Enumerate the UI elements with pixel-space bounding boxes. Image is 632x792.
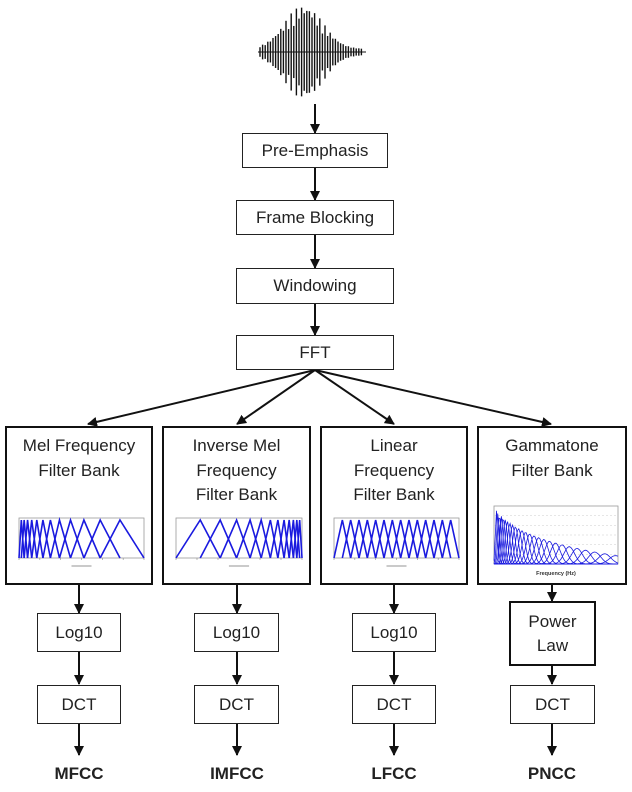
filter-triangle bbox=[99, 518, 145, 559]
log10-box-mfcc: Log10 bbox=[37, 613, 121, 652]
output-pncc: PNCC bbox=[527, 764, 577, 783]
output-lfcc: LFCC bbox=[371, 764, 417, 783]
filter-triangle bbox=[35, 519, 52, 559]
log10-label: Log10 bbox=[370, 622, 418, 642]
filter-triangle bbox=[408, 519, 427, 559]
filter-triangle bbox=[441, 519, 460, 559]
log10-box-imfcc: Log10 bbox=[194, 613, 279, 652]
gammatone-curve bbox=[494, 555, 619, 565]
log10-box-lfcc: Log10 bbox=[352, 613, 436, 652]
dct-label: DCT bbox=[376, 694, 412, 714]
linear-filter-bank-box: Linear Frequency Filter Bank bbox=[320, 426, 468, 585]
filter-triangle bbox=[433, 519, 452, 559]
power-law-box: Power Law bbox=[509, 601, 596, 666]
filter-triangle bbox=[260, 519, 279, 559]
fft-box: FFT bbox=[236, 335, 394, 370]
filter-triangle bbox=[219, 517, 251, 559]
filter-triangle bbox=[283, 519, 295, 559]
linear-filter-response-plot bbox=[333, 517, 460, 567]
mel-filter-bank-box: Mel Frequency Filter Bank bbox=[5, 426, 153, 585]
output-mfcc: MFCC bbox=[54, 764, 104, 783]
filter-triangle bbox=[399, 519, 419, 559]
filter-triangle bbox=[366, 519, 385, 559]
pre-emphasis-label: Pre-Emphasis bbox=[261, 140, 369, 160]
inverse-mel-filter-bank-title: Inverse Mel Frequency Filter Bank bbox=[192, 436, 281, 504]
filter-triangle bbox=[249, 516, 272, 559]
dct-box-mfcc: DCT bbox=[37, 685, 121, 724]
power-law-label: Power Law bbox=[528, 611, 577, 655]
dct-label: DCT bbox=[219, 694, 254, 714]
filter-triangle bbox=[26, 519, 38, 559]
filter-triangle bbox=[175, 518, 221, 559]
gammatone-filter-bank-title: Gammatone Filter Bank bbox=[505, 436, 599, 480]
filter-triangle bbox=[333, 519, 352, 559]
dct-box-lfcc: DCT bbox=[352, 685, 436, 724]
filter-triangle bbox=[424, 519, 444, 559]
mel-filter-bank-title: Mel Frequency Filter Bank bbox=[22, 436, 136, 480]
filter-triangle bbox=[42, 519, 61, 559]
filter-triangle bbox=[358, 519, 377, 559]
filter-triangle bbox=[69, 517, 101, 559]
filter-triangle bbox=[199, 518, 238, 559]
gammatone-filter-response-plot: Frequency (Hz) bbox=[493, 505, 619, 577]
filter-triangle bbox=[391, 519, 410, 559]
gammatone-x-axis-label: Frequency (Hz) bbox=[536, 571, 576, 577]
filter-triangle bbox=[30, 519, 44, 559]
dct-label: DCT bbox=[535, 694, 570, 714]
linear-filter-bank-title: Linear Frequency Filter Bank bbox=[353, 436, 435, 504]
filter-triangle bbox=[288, 519, 298, 559]
filter-triangle bbox=[20, 519, 29, 559]
windowing-box: Windowing bbox=[236, 268, 394, 304]
frame-blocking-box: Frame Blocking bbox=[236, 200, 394, 235]
filter-triangle bbox=[23, 519, 33, 559]
filter-triangle bbox=[296, 519, 303, 559]
filter-triangle bbox=[58, 517, 85, 559]
filter-triangle bbox=[235, 517, 262, 559]
filter-triangle bbox=[341, 519, 360, 559]
filter-triangle bbox=[383, 519, 402, 559]
dct-box-pncc: DCT bbox=[510, 685, 595, 724]
pre-emphasis-box: Pre-Emphasis bbox=[242, 133, 388, 168]
inverse-mel-filter-bank-box: Inverse Mel Frequency Filter Bank bbox=[162, 426, 311, 585]
filter-triangle bbox=[18, 519, 25, 559]
frame-blocking-label: Frame Blocking bbox=[255, 207, 375, 227]
filter-triangle bbox=[292, 519, 301, 559]
mel-filter-response-plot bbox=[18, 516, 145, 567]
windowing-label: Windowing bbox=[273, 276, 357, 295]
gammatone-curve bbox=[494, 527, 618, 565]
filter-triangle bbox=[277, 519, 290, 559]
fft-label: FFT bbox=[299, 342, 331, 362]
filter-triangle bbox=[269, 519, 285, 559]
filter-triangle bbox=[416, 519, 435, 559]
log10-label: Log10 bbox=[55, 622, 103, 642]
filter-triangle bbox=[83, 518, 121, 559]
dct-box-imfcc: DCT bbox=[194, 685, 279, 724]
speech-waveform-icon bbox=[258, 7, 366, 97]
gammatone-filter-bank-box: Gammatone Filter Bank Frequency (Hz) bbox=[477, 426, 627, 585]
filter-triangle bbox=[49, 516, 72, 559]
output-imfcc: IMFCC bbox=[210, 764, 264, 783]
filter-triangle bbox=[374, 519, 394, 559]
log10-label: Log10 bbox=[212, 622, 261, 642]
filter-triangle bbox=[349, 519, 369, 559]
dct-label: DCT bbox=[61, 694, 97, 714]
inverse-mel-filter-response-plot bbox=[175, 516, 303, 567]
